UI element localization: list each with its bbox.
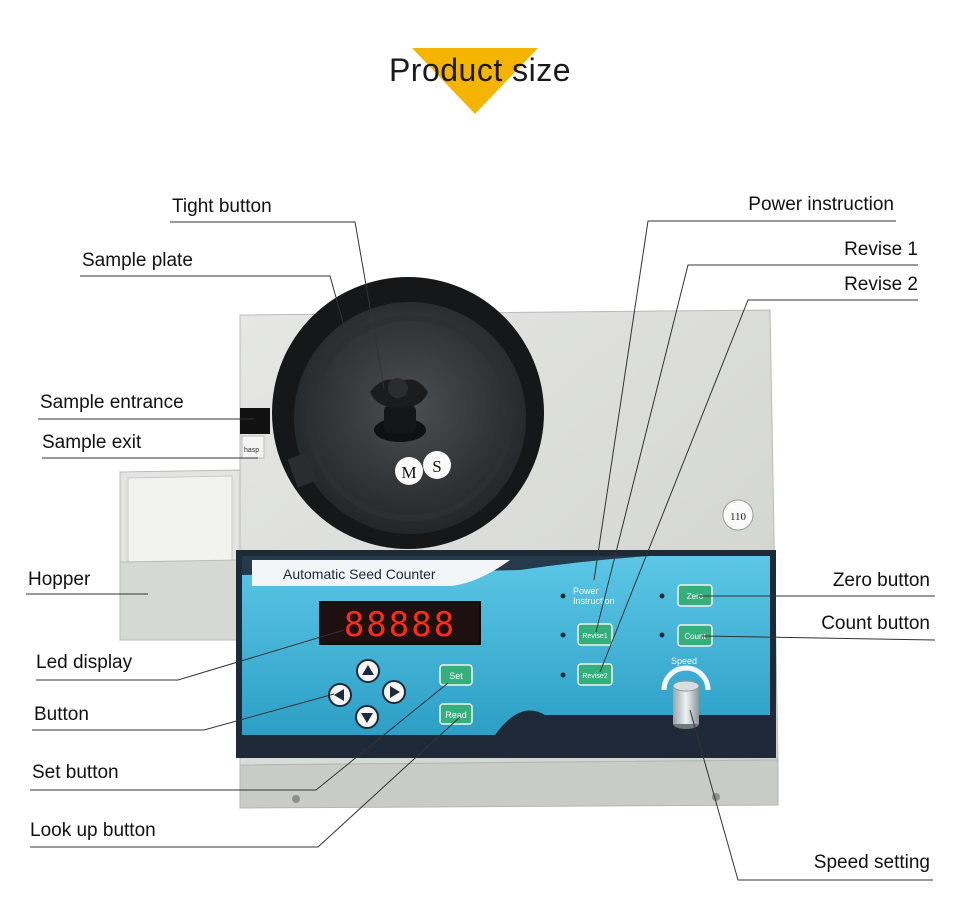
speed-knob[interactable] [661,665,711,729]
svg-text:Revise1: Revise1 [582,633,607,640]
zero-button[interactable]: Zero [677,584,713,607]
arrow-keys [328,659,406,729]
arrow-right-button[interactable] [382,680,406,704]
callout-set-button: Set button [32,762,119,783]
callout-hopper: Hopper [28,569,91,590]
svg-text:Set: Set [449,671,463,681]
page-title: Product size [388,52,572,88]
callout-revise-2: Revise 2 [844,274,918,295]
revise2-button[interactable]: Revise2 [577,663,613,686]
callout-power-instruction: Power instruction [748,194,894,215]
callout-revise-1: Revise 1 [844,239,918,260]
callout-tight-button: Tight button [172,196,272,217]
arrow-down-button[interactable] [355,705,379,729]
callout-sample-exit: Sample exit [42,432,142,453]
callout-look-up-button: Look up button [30,820,156,841]
revise1-indicator-dot [560,632,566,638]
power-indicator-dot [560,593,566,599]
accent-triangle [412,48,538,114]
svg-text:S: S [432,457,441,476]
arrow-up-button[interactable] [356,659,380,683]
callout-speed-setting: Speed setting [813,852,930,873]
panel-title: Automatic Seed Counter [283,566,436,582]
speed-label: Speed [671,656,697,666]
callout-led-display: Led display [36,652,133,673]
plate-mark-m: M [395,457,423,485]
power-label-line1: Power [573,586,599,596]
callout-sample-entrance: Sample entrance [40,392,184,413]
callout-lines [26,220,936,881]
callout-zero-button: Zero button [832,570,930,591]
plate-mark-s: S [423,451,451,479]
zero-indicator-dot [659,593,665,599]
count-indicator-dot [659,632,665,638]
led-display: 88888 [319,601,481,645]
arrow-left-button[interactable] [328,683,352,707]
screw-right [712,793,720,801]
tight-knob[interactable] [370,378,428,442]
revise2-indicator-dot [560,672,566,678]
read-button[interactable]: Read [439,703,473,725]
hopper [119,469,241,641]
svg-text:M: M [401,463,416,482]
svg-text:Count: Count [684,632,706,641]
svg-text:110: 110 [730,511,747,523]
model-badge: 110 [722,499,754,531]
callout-count-button: Count button [821,613,930,634]
count-button[interactable]: Count [677,624,713,647]
svg-text:Zero: Zero [687,592,704,601]
screw-left [292,795,300,803]
sample-exit-sticker: hasp [244,447,259,454]
callout-button: Button [34,704,89,725]
callout-sample-plate: Sample plate [82,250,193,271]
svg-text:Read: Read [445,710,467,720]
sample-entrance: hasp [240,408,270,459]
power-label-line2: Instruction [573,596,615,606]
set-button[interactable]: Set [439,664,473,686]
led-digits: 88888 [344,605,456,645]
revise1-button[interactable]: Revise1 [577,623,613,646]
svg-text:Revise2: Revise2 [582,673,607,680]
